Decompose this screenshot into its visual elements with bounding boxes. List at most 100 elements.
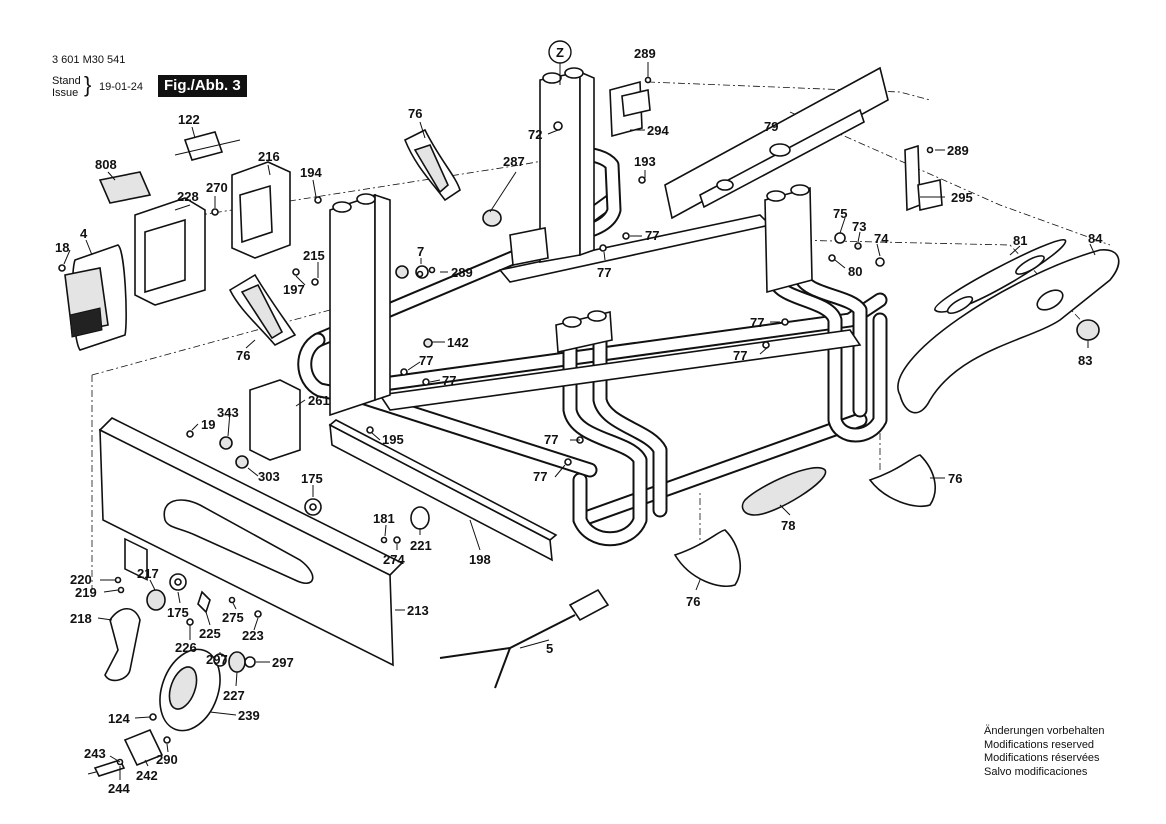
notice-line-en: Modifications reserved bbox=[984, 738, 1095, 751]
label-83: 83 bbox=[1078, 353, 1092, 368]
part-76-foot-right bbox=[868, 454, 936, 507]
label-77-g: 77 bbox=[544, 432, 558, 447]
rear-upright-post bbox=[539, 67, 595, 263]
notice-line-fr: Modifications réservées bbox=[984, 752, 1100, 764]
part-84-handle-plate bbox=[897, 249, 1120, 414]
part-83-end-cap bbox=[1076, 319, 1100, 341]
label-289: 289 bbox=[634, 46, 656, 61]
part-81-link-plate bbox=[934, 239, 1066, 315]
label-77-b: 77 bbox=[597, 265, 611, 280]
part-295-bracket bbox=[904, 144, 943, 212]
label-197: 197 bbox=[283, 282, 305, 297]
label-74: 74 bbox=[874, 231, 889, 246]
label-227: 227 bbox=[223, 688, 245, 703]
label-76-top: 76 bbox=[408, 106, 422, 121]
label-77-h: 77 bbox=[533, 469, 547, 484]
label-7: 7 bbox=[417, 244, 424, 259]
issue-label: Issue bbox=[52, 87, 79, 99]
label-219: 219 bbox=[75, 585, 97, 600]
brace-glyph: } bbox=[84, 72, 92, 97]
label-228: 228 bbox=[177, 189, 199, 204]
stand-label: Stand bbox=[52, 75, 81, 87]
label-270: 270 bbox=[206, 180, 228, 195]
notice-line-es: Salvo modificaciones bbox=[984, 765, 1088, 778]
label-295: 295 bbox=[951, 190, 973, 205]
label-77-c: 77 bbox=[419, 353, 433, 368]
issue-date: 19-01-24 bbox=[99, 81, 144, 93]
part-76-foot-left bbox=[228, 273, 297, 346]
label-221: 221 bbox=[410, 538, 432, 553]
label-198: 198 bbox=[469, 552, 491, 567]
label-73: 73 bbox=[852, 219, 866, 234]
label-18: 18 bbox=[55, 240, 69, 255]
document-number: 3 601 M30 541 bbox=[52, 54, 126, 66]
detail-marker-z-label: Z bbox=[556, 45, 564, 60]
part-5-power-cord bbox=[439, 588, 610, 689]
label-244: 244 bbox=[108, 781, 130, 796]
label-175-lower: 175 bbox=[167, 605, 189, 620]
label-239: 239 bbox=[238, 708, 260, 723]
label-213: 213 bbox=[407, 603, 429, 618]
label-195: 195 bbox=[382, 432, 404, 447]
label-181: 181 bbox=[373, 511, 395, 526]
label-242: 242 bbox=[136, 768, 158, 783]
label-79: 79 bbox=[764, 119, 778, 134]
part-213-front-panel bbox=[98, 417, 404, 667]
part-294-bracket bbox=[609, 80, 651, 138]
label-122: 122 bbox=[178, 112, 200, 127]
part-122-cable-clip bbox=[174, 131, 241, 161]
part-76-foot-top bbox=[403, 128, 461, 202]
label-343: 343 bbox=[217, 405, 239, 420]
label-81: 81 bbox=[1013, 233, 1027, 248]
label-216: 216 bbox=[258, 149, 280, 164]
label-220: 220 bbox=[70, 572, 92, 587]
notice-line-de: Änderungen vorbehalten bbox=[984, 725, 1105, 737]
label-297: 297 bbox=[206, 652, 228, 667]
label-75: 75 bbox=[833, 206, 847, 221]
part-76-foot-bottom bbox=[673, 529, 741, 587]
label-297-right: 297 bbox=[272, 655, 294, 670]
label-287: 287 bbox=[503, 154, 525, 169]
part-243-bolt bbox=[87, 759, 126, 777]
label-194: 194 bbox=[300, 165, 322, 180]
part-4-switch bbox=[64, 244, 127, 351]
assembly-guide-lines bbox=[91, 81, 1111, 590]
label-261: 261 bbox=[308, 393, 330, 408]
label-78: 78 bbox=[781, 518, 795, 533]
label-215: 215 bbox=[303, 248, 325, 263]
part-216-bracket bbox=[231, 161, 291, 259]
right-upright-post bbox=[764, 184, 813, 294]
label-225: 225 bbox=[199, 626, 221, 641]
part-808-label bbox=[98, 171, 152, 204]
label-142: 142 bbox=[447, 335, 469, 350]
label-76-bottom: 76 bbox=[686, 594, 700, 609]
label-217: 217 bbox=[137, 566, 159, 581]
part-79-rear-rail bbox=[664, 66, 889, 220]
part-218-handle bbox=[104, 607, 141, 682]
part-number-labels: 289 294 72 79 289 295 193 287 76 122 216… bbox=[55, 46, 1103, 796]
label-289-mid: 289 bbox=[451, 265, 473, 280]
part-78-handle-grip bbox=[741, 467, 827, 516]
label-77-e: 77 bbox=[750, 315, 764, 330]
label-77-d: 77 bbox=[442, 373, 456, 388]
label-80: 80 bbox=[848, 264, 862, 279]
label-84: 84 bbox=[1088, 231, 1103, 246]
label-226: 226 bbox=[175, 640, 197, 655]
label-77-a: 77 bbox=[645, 228, 659, 243]
label-72: 72 bbox=[528, 127, 542, 142]
label-274: 274 bbox=[383, 552, 405, 567]
modifications-notice: Änderungen vorbehalten Modifications res… bbox=[984, 725, 1104, 779]
front-upright-post bbox=[555, 310, 613, 353]
leader-lines bbox=[63, 62, 1096, 780]
label-19: 19 bbox=[201, 417, 215, 432]
fasteners bbox=[58, 76, 934, 766]
label-223: 223 bbox=[242, 628, 264, 643]
label-275: 275 bbox=[222, 610, 244, 625]
label-290: 290 bbox=[156, 752, 178, 767]
label-243: 243 bbox=[84, 746, 106, 761]
label-294: 294 bbox=[647, 123, 669, 138]
label-4: 4 bbox=[80, 226, 88, 241]
label-289-right: 289 bbox=[947, 143, 969, 158]
